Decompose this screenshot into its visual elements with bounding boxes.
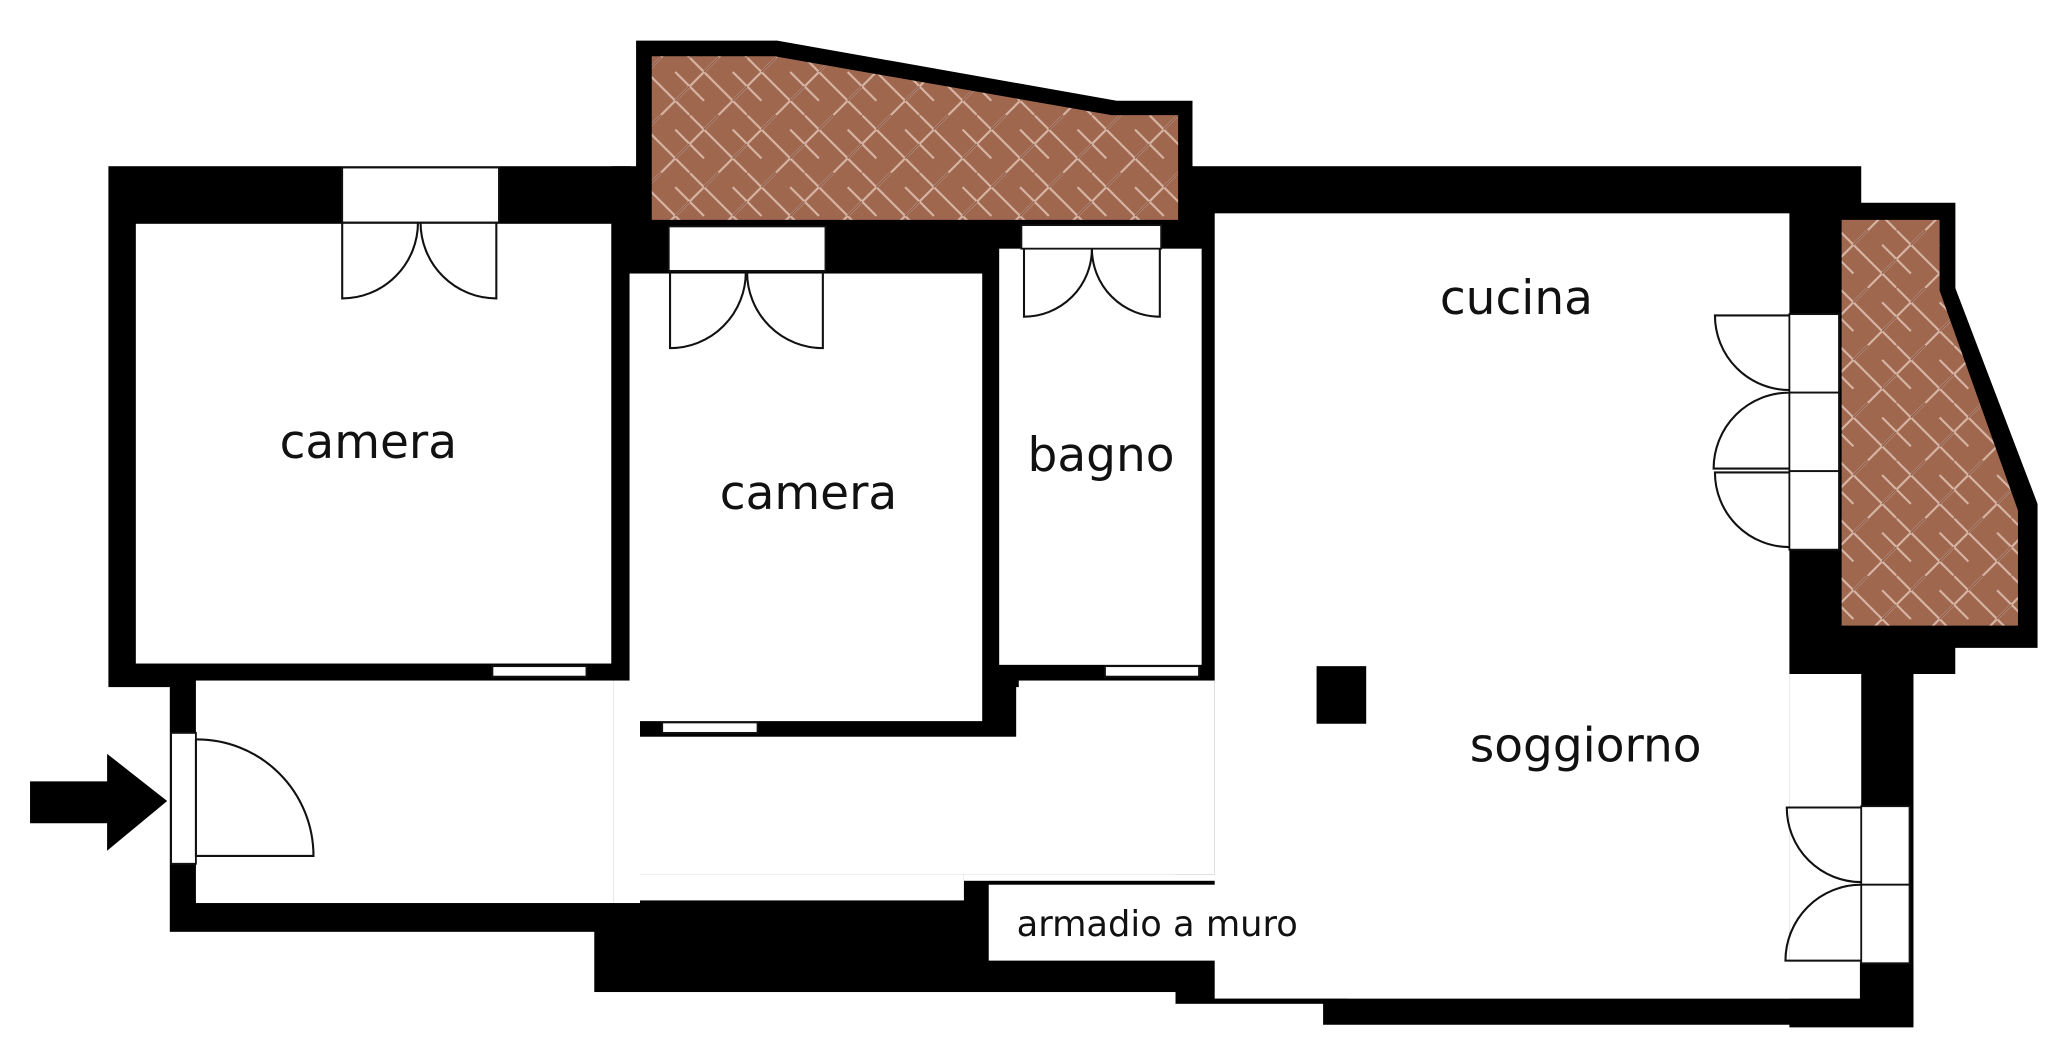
door-swing-camera-2-left bbox=[668, 272, 747, 350]
door-swing-bagno-right bbox=[1090, 248, 1161, 318]
door-swing-kitchen-3 bbox=[1713, 471, 1790, 549]
window-bagno-north bbox=[1020, 224, 1163, 250]
room-labels: camera camera bagno cucina soggiorno arm… bbox=[280, 271, 1702, 945]
door-swings bbox=[194, 222, 1862, 962]
window-east-kitchen-3 bbox=[1788, 470, 1840, 551]
window-camera-2-north bbox=[667, 225, 827, 272]
floors bbox=[135, 213, 1862, 999]
window-camera-1-north bbox=[341, 166, 500, 224]
terraces bbox=[651, 56, 2018, 626]
floor-corridor-mid bbox=[613, 680, 640, 904]
door-swing-camera-2-right bbox=[746, 272, 824, 350]
door-bagno-slider bbox=[1104, 665, 1200, 678]
door-camera-1-slider bbox=[491, 665, 588, 678]
door-swing-kitchen-2 bbox=[1712, 391, 1790, 470]
door-camera-2-slider bbox=[661, 721, 759, 734]
floor-armadio bbox=[988, 884, 1328, 961]
floor-corner-fill bbox=[1332, 874, 1348, 962]
door-swing-camera-1-right bbox=[419, 222, 498, 300]
door-swing-entrance bbox=[194, 738, 315, 857]
floor-camera-2 bbox=[629, 273, 983, 722]
room-label-camera-1: camera bbox=[280, 415, 457, 470]
floor-corridor-4 bbox=[617, 874, 964, 901]
door-swing-bagno-left bbox=[1022, 248, 1093, 318]
door-swing-living-1 bbox=[1785, 806, 1862, 884]
floor-camera-1 bbox=[135, 223, 612, 664]
window-east-living-1 bbox=[1860, 805, 1911, 886]
floor-living bbox=[1214, 213, 1790, 999]
floor-corridor-5 bbox=[963, 874, 1333, 881]
window-east-kitchen-2 bbox=[1788, 391, 1840, 473]
floor-corridor bbox=[195, 680, 614, 904]
room-label-armadio: armadio a muro bbox=[1017, 904, 1298, 945]
floor-living-ext bbox=[1789, 674, 1862, 962]
room-label-camera-2: camera bbox=[720, 466, 897, 521]
door-entrance-frame bbox=[170, 731, 197, 865]
floor-bagno bbox=[999, 248, 1202, 665]
floor-corridor-2 bbox=[640, 736, 1019, 875]
room-label-soggiorno: soggiorno bbox=[1470, 719, 1702, 774]
terrace-north bbox=[651, 56, 1179, 220]
door-swing-living-2 bbox=[1784, 883, 1862, 962]
terrace-east bbox=[1841, 219, 2018, 626]
window-east-kitchen-1 bbox=[1788, 313, 1840, 394]
door-swing-kitchen-1 bbox=[1713, 314, 1790, 392]
floor-living-corner bbox=[1347, 961, 1860, 999]
window-east-living-2 bbox=[1860, 883, 1911, 965]
door-swing-camera-1-left bbox=[341, 222, 420, 300]
entrance-arrow-icon bbox=[30, 753, 168, 851]
room-label-bagno: bagno bbox=[1028, 428, 1175, 483]
structural-column bbox=[1316, 666, 1367, 724]
room-label-cucina: cucina bbox=[1440, 271, 1593, 326]
floor-corridor-3 bbox=[1018, 680, 1215, 875]
